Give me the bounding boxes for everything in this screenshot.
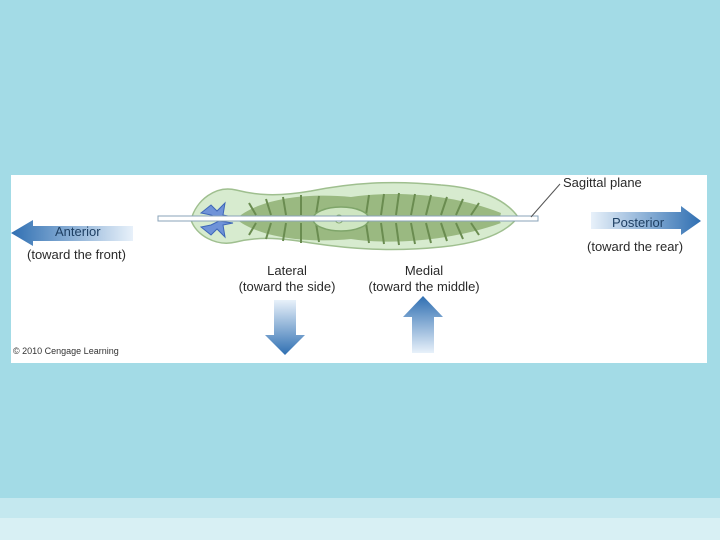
anterior-note: (toward the front) bbox=[27, 247, 126, 262]
lateral-note: (toward the side) bbox=[238, 279, 336, 294]
medial-label: Medial bbox=[404, 263, 444, 278]
sagittal-plane-label: Sagittal plane bbox=[563, 175, 642, 190]
flatworm-illustration bbox=[11, 181, 701, 355]
footer-band bbox=[0, 498, 720, 518]
anterior-label: Anterior bbox=[55, 224, 101, 239]
anterior-arrow bbox=[11, 220, 133, 246]
copyright-credit: © 2010 Cengage Learning bbox=[13, 346, 119, 356]
gut-branches bbox=[248, 192, 480, 246]
lateral-arrow bbox=[265, 300, 305, 355]
posterior-note: (toward the rear) bbox=[587, 239, 684, 254]
sagittal-plane-line bbox=[157, 215, 539, 222]
sagittal-leader-line bbox=[530, 183, 561, 218]
medial-note: (toward the middle) bbox=[368, 279, 480, 294]
medial-arrow bbox=[403, 296, 443, 353]
lateral-label: Lateral bbox=[267, 263, 307, 278]
body-plan-figure: Sagittal plane Anterior (toward the fron… bbox=[11, 175, 707, 363]
posterior-arrow bbox=[591, 206, 701, 235]
footer-band-lower bbox=[0, 518, 720, 540]
posterior-label: Posterior bbox=[612, 215, 665, 230]
